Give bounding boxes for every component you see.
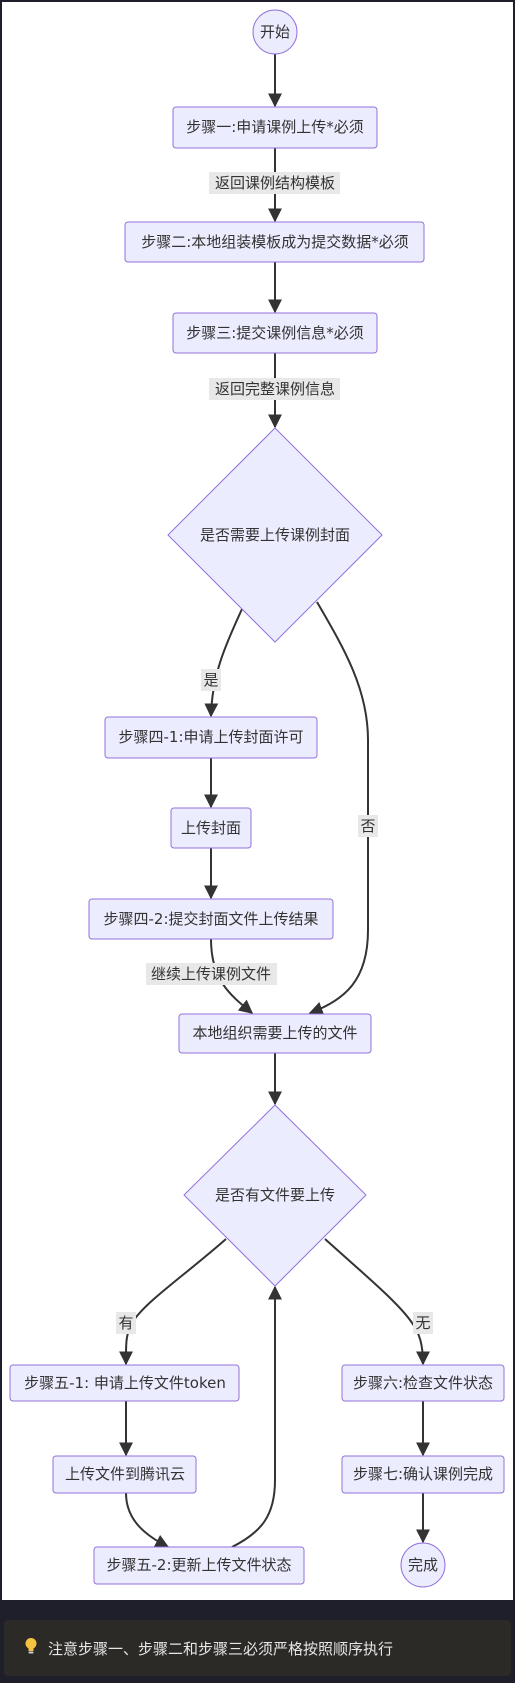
node-step5-2: 步骤五-2:更新上传文件状态 bbox=[93, 1546, 305, 1585]
edge-cover-yes bbox=[204, 608, 243, 718]
edge-cover-no bbox=[308, 601, 369, 1016]
node-upload-tencent-label: 上传文件到腾讯云 bbox=[65, 1465, 185, 1483]
node-step4-1-label: 步骤四-1:申请上传封面许可 bbox=[118, 728, 303, 746]
node-organize-files-label: 本地组织需要上传的文件 bbox=[192, 1024, 357, 1042]
node-start-label: 开始 bbox=[260, 23, 290, 41]
edge-label-bg bbox=[116, 1312, 136, 1334]
edge-label-bg bbox=[358, 815, 378, 837]
node-step5-1-label: 步骤五-1: 申请上传文件token bbox=[24, 1374, 226, 1392]
node-step1-label: 步骤一:申请课例上传*必须 bbox=[186, 118, 364, 136]
edge-label-bg bbox=[209, 172, 340, 194]
order-note-text: 注意步骤一、步骤二和步骤三必须严格按照顺序执行 bbox=[48, 1639, 394, 1658]
node-done-label: 完成 bbox=[408, 1556, 438, 1574]
node-step4-2: 步骤四-2:提交封面文件上传结果 bbox=[88, 898, 334, 940]
node-step3-label: 步骤三:提交课例信息*必须 bbox=[186, 324, 364, 342]
edge-label-yes-cover: 是 bbox=[203, 671, 218, 689]
edge-label-has-files: 有 bbox=[118, 1314, 133, 1332]
lightbulb-icon bbox=[24, 1637, 38, 1659]
node-step6-label: 步骤六:检查文件状态 bbox=[353, 1374, 493, 1392]
node-done: 完成 bbox=[400, 1542, 446, 1588]
node-decision-cover: 是否需要上传课例封面 bbox=[167, 427, 383, 643]
node-decision-cover-label: 是否需要上传课例封面 bbox=[200, 526, 350, 544]
node-organize-files: 本地组织需要上传的文件 bbox=[178, 1013, 372, 1054]
node-step3: 步骤三:提交课例信息*必须 bbox=[172, 312, 378, 354]
node-decision-files: 是否有文件要上传 bbox=[183, 1104, 367, 1287]
order-note: 注意步骤一、步骤二和步骤三必须严格按照顺序执行 bbox=[4, 1620, 511, 1676]
node-decision-files-label: 是否有文件要上传 bbox=[215, 1186, 335, 1204]
edge-label-no-cover: 否 bbox=[360, 817, 375, 835]
node-step2-label: 步骤二:本地组装模板成为提交数据*必须 bbox=[141, 233, 409, 251]
edge-label-bg bbox=[413, 1312, 433, 1334]
edge-label-continue-upload: 继续上传课例文件 bbox=[151, 965, 271, 983]
node-start: 开始 bbox=[252, 9, 298, 55]
edge-files-yes bbox=[118, 1238, 227, 1366]
edge-label-return-template: 返回课例结构模板 bbox=[215, 174, 335, 192]
node-step2: 步骤二:本地组装模板成为提交数据*必须 bbox=[124, 221, 425, 263]
edge-label-no-files: 无 bbox=[415, 1314, 430, 1332]
node-step7-label: 步骤七:确认课例完成 bbox=[353, 1465, 493, 1483]
edge-step52-loop-back bbox=[231, 1285, 282, 1548]
node-upload-cover-label: 上传封面 bbox=[181, 819, 241, 837]
edge-tencent-step52 bbox=[125, 1492, 170, 1548]
edge-label-bg bbox=[201, 669, 221, 691]
node-upload-cover: 上传封面 bbox=[170, 807, 252, 849]
node-step5-2-label: 步骤五-2:更新上传文件状态 bbox=[106, 1556, 291, 1574]
edge-label-bg bbox=[146, 963, 277, 985]
edge-files-no bbox=[324, 1238, 430, 1366]
node-step6: 步骤六:检查文件状态 bbox=[341, 1364, 505, 1402]
node-step4-1: 步骤四-1:申请上传封面许可 bbox=[104, 716, 318, 759]
node-upload-tencent: 上传文件到腾讯云 bbox=[52, 1455, 197, 1494]
node-step7: 步骤七:确认课例完成 bbox=[341, 1455, 505, 1494]
edge-label-return-full: 返回完整课例信息 bbox=[215, 380, 335, 398]
edge-label-bg bbox=[209, 378, 340, 400]
node-step1: 步骤一:申请课例上传*必须 bbox=[172, 106, 378, 149]
node-step4-2-label: 步骤四-2:提交封面文件上传结果 bbox=[103, 910, 318, 928]
node-step5-1: 步骤五-1: 申请上传文件token bbox=[9, 1364, 240, 1402]
